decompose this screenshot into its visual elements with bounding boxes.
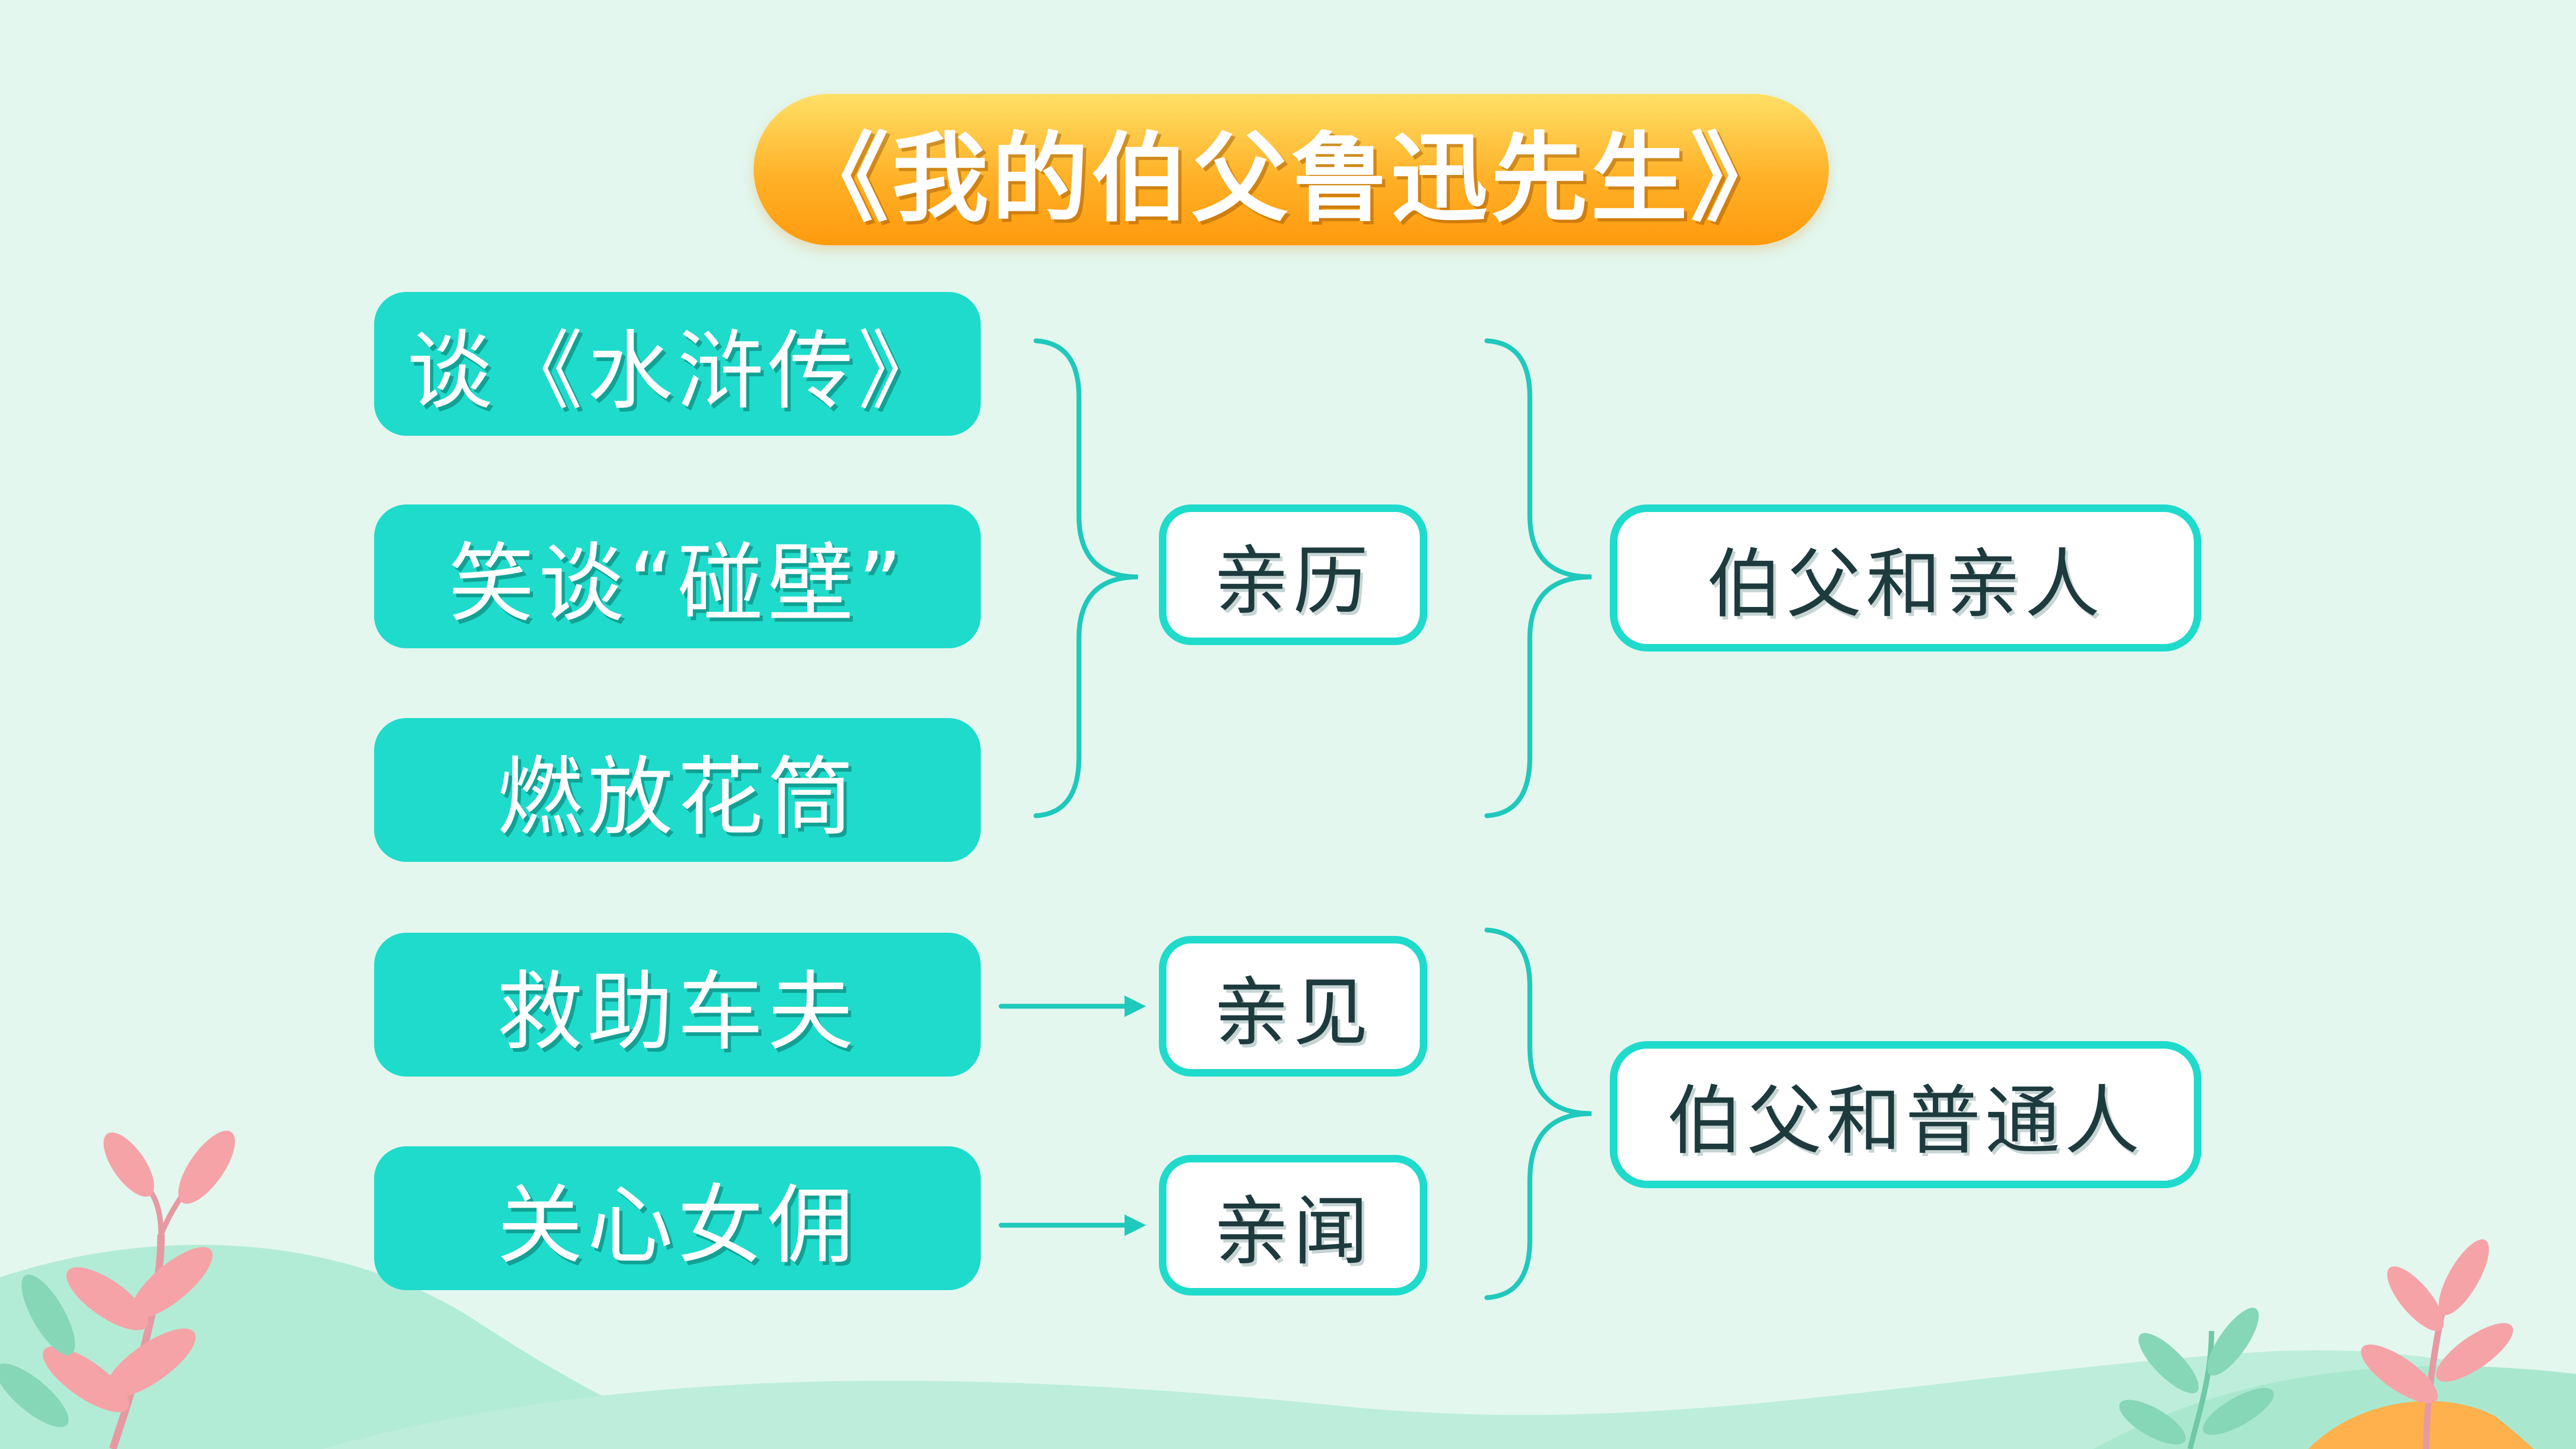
brace-qinli-to-relatives — [1484, 338, 1592, 818]
brace-to-common-people — [1484, 927, 1592, 1300]
event-box-pengbi: 笑谈“碰壁” — [374, 504, 981, 648]
event-label: 关心女佣 — [497, 1175, 858, 1276]
relation-box-common-people: 伯父和普通人 — [1610, 1041, 2201, 1188]
connectors — [998, 338, 1592, 1300]
event-label: 救助车夫 — [497, 962, 858, 1062]
right-leaf-branch — [2119, 1239, 2513, 1449]
arrow-head-rescue — [1125, 996, 1146, 1017]
way-box-qinjian: 亲见 — [1159, 936, 1427, 1077]
way-label: 亲历 — [1213, 538, 1373, 625]
title-banner: 《我的伯父鲁迅先生》 — [754, 94, 1829, 245]
relation-label: 伯父和亲人 — [1706, 541, 2104, 628]
way-box-qinli: 亲历 — [1159, 504, 1427, 645]
event-label: 谈《水浒传》 — [406, 321, 948, 421]
event-box-huatong: 燃放花筒 — [374, 718, 981, 862]
page-title: 《我的伯父鲁迅先生》 — [792, 122, 1791, 235]
left-leaf-branch — [0, 1130, 235, 1449]
event-label: 燃放花筒 — [497, 747, 858, 847]
way-label: 亲见 — [1213, 969, 1373, 1057]
way-box-qinwen: 亲闻 — [1159, 1155, 1427, 1296]
brace-events-to-qinli — [1033, 338, 1139, 818]
arrow-head-maid — [1125, 1214, 1146, 1236]
event-box-nvyong: 关心女佣 — [374, 1146, 981, 1290]
way-label: 亲闻 — [1213, 1188, 1373, 1276]
event-box-shuihu: 谈《水浒传》 — [374, 292, 981, 436]
relation-box-relatives: 伯父和亲人 — [1610, 504, 2201, 652]
relation-label: 伯父和普通人 — [1667, 1078, 2144, 1165]
hills — [0, 1245, 2576, 1449]
event-label: 笑谈“碰壁” — [448, 533, 907, 634]
event-box-chefu: 救助车夫 — [374, 933, 981, 1077]
